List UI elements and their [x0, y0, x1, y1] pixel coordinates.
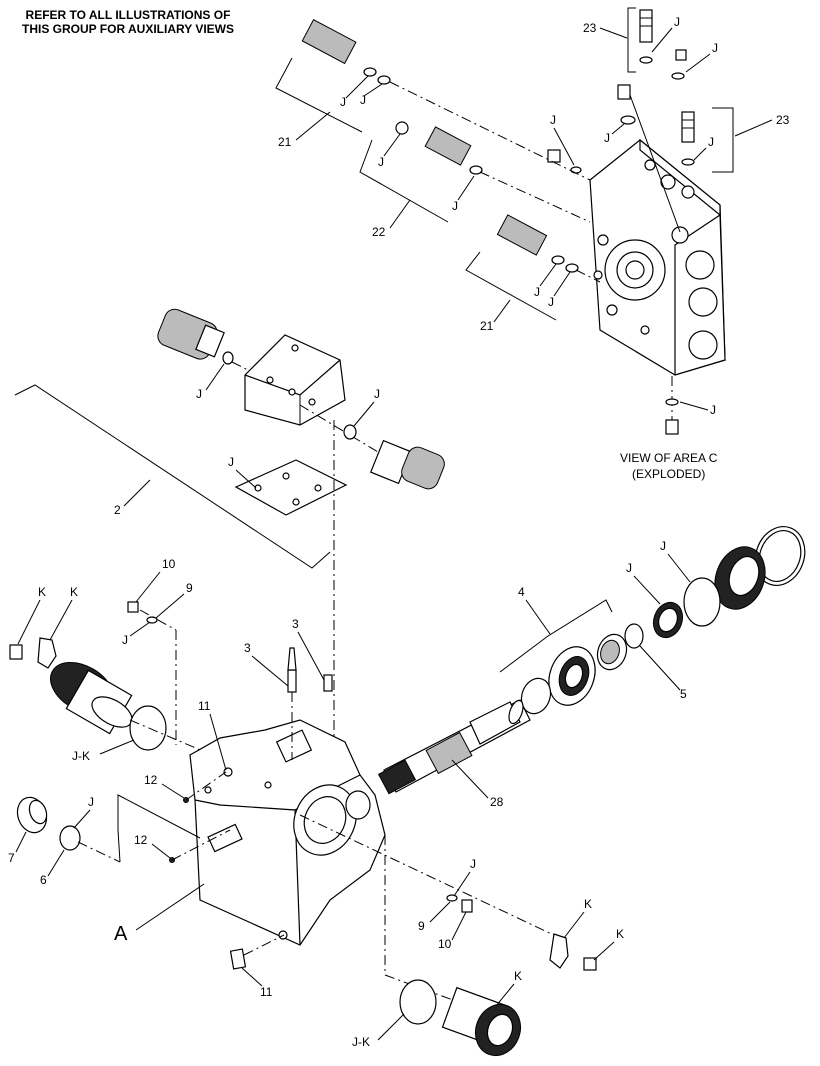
callout-7: 7: [8, 851, 15, 865]
cartridge-23-right: [681, 111, 695, 166]
callout-k-4: K: [616, 927, 624, 941]
bolt-10-upper: [127, 601, 158, 624]
callout-j-top4: J: [708, 135, 714, 149]
callout-j-22b: J: [452, 199, 458, 213]
callout-j-top1: J: [674, 15, 680, 29]
bracket-2: [14, 384, 331, 569]
view-exploded-label: (EXPLODED): [632, 467, 705, 481]
o-ring-j-large: [683, 577, 721, 627]
callout-22: 22: [372, 225, 386, 239]
plug-k-right: [549, 933, 597, 971]
callout-21-lower: 21: [480, 319, 494, 333]
callout-11-upper: 11: [198, 699, 211, 713]
callout-3-right: 3: [292, 617, 299, 631]
callout-j-9-lower: J: [470, 857, 476, 871]
callout-11-lower: 11: [260, 985, 273, 999]
callout-j-gasket: J: [228, 455, 234, 469]
callout-9-lower: 9: [418, 919, 425, 933]
callout-j-21b1: J: [534, 285, 540, 299]
valve-block-c: [589, 138, 726, 376]
callout-j-top2: J: [712, 41, 718, 55]
plug-mid: [617, 84, 636, 125]
seal-j-k-left: [129, 705, 167, 751]
callout-j-top5: J: [550, 113, 556, 127]
callout-j-6: J: [88, 795, 94, 809]
bracket-23-top: [627, 7, 636, 73]
cartridge-21-lower: [496, 214, 579, 273]
callout-28: 28: [490, 795, 504, 809]
seal-cover: [714, 546, 766, 610]
callout-6: 6: [40, 873, 47, 887]
callout-j-21a2: J: [360, 93, 366, 107]
callout-j-k-1: J-K: [72, 749, 90, 763]
callout-23-top: 23: [583, 21, 597, 35]
callout-10-lower: 10: [438, 937, 452, 951]
callout-10-upper: 10: [162, 557, 176, 571]
cartridge-23-top: [639, 9, 653, 64]
end-cap-left: [50, 661, 133, 735]
callout-9-upper: 9: [186, 581, 193, 595]
cartridge-22: [395, 121, 483, 175]
callout-j-c-bottom: J: [710, 403, 716, 417]
callout-a: A: [114, 923, 128, 945]
solenoid-lower: [369, 439, 445, 490]
o-ring-solenoid-lower: [343, 424, 357, 440]
note-line-1: REFER TO ALL ILLUSTRATIONS OF: [25, 8, 231, 22]
callout-j-ring1: J: [660, 539, 666, 553]
bracket-4: [499, 599, 613, 673]
callout-j-9-upper: J: [122, 633, 128, 647]
bracket-21-upper: [275, 57, 363, 133]
plug-7: [16, 796, 48, 834]
callout-2: 2: [114, 503, 121, 517]
shaft-28: [377, 699, 531, 795]
callout-4: 4: [518, 585, 525, 599]
bracket-21-lower: [465, 251, 557, 321]
bearing-assembly-4: [520, 633, 628, 715]
plug-top-right: [671, 49, 687, 80]
bolt-10-lower: [446, 894, 473, 913]
callout-12-upper: 12: [144, 773, 158, 787]
callout-k-2: K: [70, 585, 78, 599]
note-line-2: THIS GROUP FOR AUXILIARY VIEWS: [21, 22, 235, 36]
auxiliary-views-note: REFER TO ALL ILLUSTRATIONS OF THIS GROUP…: [8, 8, 248, 36]
seal-small: [652, 601, 684, 639]
callout-23-right: 23: [776, 113, 790, 127]
callout-j-valve2: J: [374, 387, 380, 401]
callout-j-22a: J: [378, 155, 384, 169]
callout-12-lower: 12: [134, 833, 148, 847]
pin-11-lower: [229, 948, 247, 970]
cartridge-21-upper: [301, 18, 391, 85]
callout-j-k-2: J-K: [352, 1035, 370, 1049]
callout-3-left: 3: [244, 641, 251, 655]
pump-housing: [189, 719, 386, 946]
valve-body: [244, 334, 346, 426]
plug-k-left: [9, 637, 57, 669]
callout-k-1: K: [38, 585, 46, 599]
seal-j-k-right: [399, 979, 437, 1025]
callout-j-ring2: J: [626, 561, 632, 575]
callout-k-3: K: [584, 897, 592, 911]
callout-j-top3: J: [604, 131, 610, 145]
seal-ring-top-right: [754, 526, 806, 586]
callout-21-upper: 21: [278, 135, 292, 149]
end-cap-right: [441, 986, 522, 1057]
pins-3: [287, 647, 333, 693]
gasket: [234, 459, 348, 516]
o-ring-6: [59, 825, 81, 851]
callout-k-5: K: [514, 969, 522, 983]
callout-j-21a1: J: [340, 95, 346, 109]
callout-j-valve1: J: [196, 387, 202, 401]
view-area-c-label: VIEW OF AREA C: [620, 451, 718, 465]
callout-j-21b2: J: [548, 295, 554, 309]
plug-bottom-c: [665, 398, 679, 435]
retaining-ring-5: [624, 623, 644, 649]
callout-5: 5: [680, 687, 687, 701]
solenoid-upper: [157, 308, 234, 365]
bracket-23-right: [712, 107, 734, 173]
bracket-22: [359, 139, 449, 223]
